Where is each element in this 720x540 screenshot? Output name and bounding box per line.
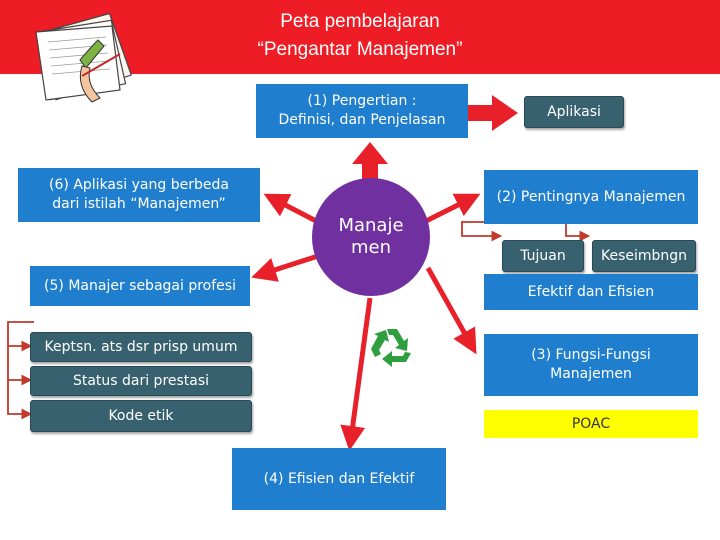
center-node-line-2: men	[338, 237, 403, 259]
node-fungsi-line-1: (3) Fungsi-Fungsi	[531, 346, 651, 365]
arrow-to-fungsi	[428, 268, 474, 350]
node-tujuan: Tujuan	[502, 240, 584, 272]
node-keseimbngn: Keseimbngn	[592, 240, 696, 272]
connector-keseimbngn	[556, 222, 588, 236]
node-efisien-efektif: (4) Efisien dan Efektif	[232, 448, 446, 510]
center-node: Manaje men	[312, 178, 430, 296]
center-node-line-1: Manaje	[338, 215, 403, 237]
node-aplikasi: Aplikasi	[524, 96, 624, 128]
arrow-to-pengertian	[352, 142, 388, 182]
node-pengertian-line-1: (1) Pengertian :	[308, 92, 417, 111]
arrow-to-pentingnya	[424, 196, 476, 222]
connector-tujuan	[462, 222, 500, 236]
node-keptsn: Keptsn. ats dsr prisp umum	[30, 332, 252, 362]
node-pentingnya: (2) Pentingnya Manajemen	[484, 170, 698, 224]
node-pengertian: (1) Pengertian : Definisi, dan Penjelasa…	[256, 84, 468, 138]
node-fungsi-line-2: Manajemen	[550, 365, 632, 384]
node-fungsi: (3) Fungsi-Fungsi Manajemen	[484, 334, 698, 396]
connector-status	[8, 346, 30, 380]
node-aplikasi-berbeda: (6) Aplikasi yang berbeda dari istilah “…	[18, 168, 260, 222]
node-status: Status dari prestasi	[30, 366, 252, 396]
node-poac: POAC	[484, 410, 698, 438]
node-efektif-efisien: Efektif dan Efisien	[484, 274, 698, 310]
connector-kode-etik	[8, 380, 30, 414]
node-aplikasi-berbeda-line-1: (6) Aplikasi yang berbeda	[49, 176, 229, 195]
arrow-to-aplikasi-berbeda	[268, 196, 318, 222]
recycle-icon	[367, 323, 417, 373]
node-manajer-profesi: (5) Manajer sebagai profesi	[30, 266, 250, 306]
node-aplikasi-berbeda-line-2: dari istilah “Manajemen”	[52, 195, 225, 214]
node-kode-etik: Kode etik	[30, 400, 252, 432]
node-pengertian-line-2: Definisi, dan Penjelasan	[279, 111, 446, 130]
arrow-to-manajer-profesi	[256, 256, 318, 276]
